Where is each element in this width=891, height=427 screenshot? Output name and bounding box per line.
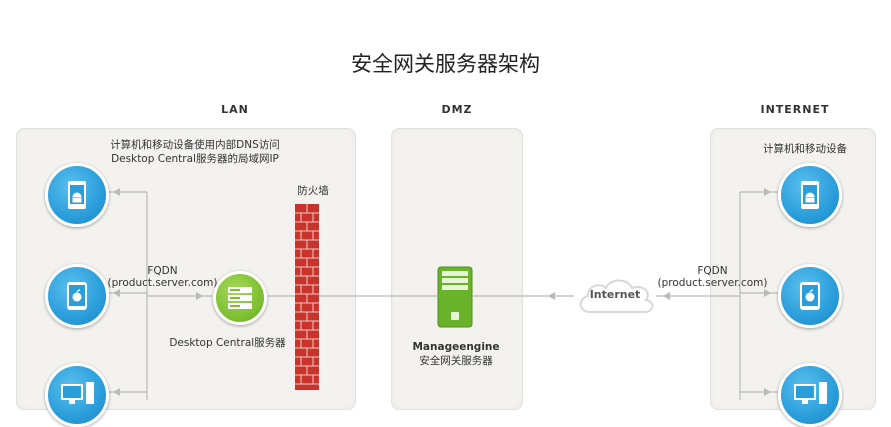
internet-cloud: Internet xyxy=(574,274,656,318)
apple-icon xyxy=(800,282,820,310)
desktop-icon xyxy=(61,382,94,404)
lan-android-device xyxy=(45,163,109,227)
desktop-icon xyxy=(794,382,827,404)
lan-desktop-device xyxy=(45,363,109,427)
desktop-central-server xyxy=(213,271,267,325)
lan-apple-device xyxy=(45,264,109,328)
internet-caption: 计算机和移动设备 xyxy=(763,143,847,155)
lan-caption-line1: 计算机和移动设备使用内部DNS访问 xyxy=(110,139,280,151)
lan-fqdn-label: FQDN xyxy=(147,265,178,277)
gateway-server-name: Manageengine xyxy=(412,341,500,353)
zone-label-lan: LAN xyxy=(221,103,249,116)
internet-cloud-label: Internet xyxy=(589,288,641,301)
internet-fqdn-host: (product.server.com) xyxy=(657,277,768,289)
internet-android-device xyxy=(778,163,842,227)
android-icon xyxy=(801,181,819,209)
apple-icon xyxy=(67,282,87,310)
internet-apple-device xyxy=(778,264,842,328)
lan-fqdn-host: (product.server.com) xyxy=(107,277,218,289)
android-icon xyxy=(68,181,86,209)
lan-caption-line2: Desktop Central服务器的局域网IP xyxy=(111,153,279,165)
zone-label-dmz: DMZ xyxy=(441,103,473,116)
gateway-server-icon xyxy=(437,266,473,328)
zone-label-internet: INTERNET xyxy=(760,103,830,116)
firewall-icon xyxy=(295,204,319,390)
server-icon xyxy=(228,287,252,309)
internet-desktop-device xyxy=(778,363,842,427)
cloud-icon xyxy=(579,279,654,313)
lan-server-label: Desktop Central服务器 xyxy=(169,337,286,349)
firewall-label: 防火墙 xyxy=(297,185,329,197)
gateway-server-label: 安全网关服务器 xyxy=(419,355,493,367)
internet-fqdn-label: FQDN xyxy=(697,265,728,277)
diagram-title: 安全网关服务器架构 xyxy=(351,52,540,76)
